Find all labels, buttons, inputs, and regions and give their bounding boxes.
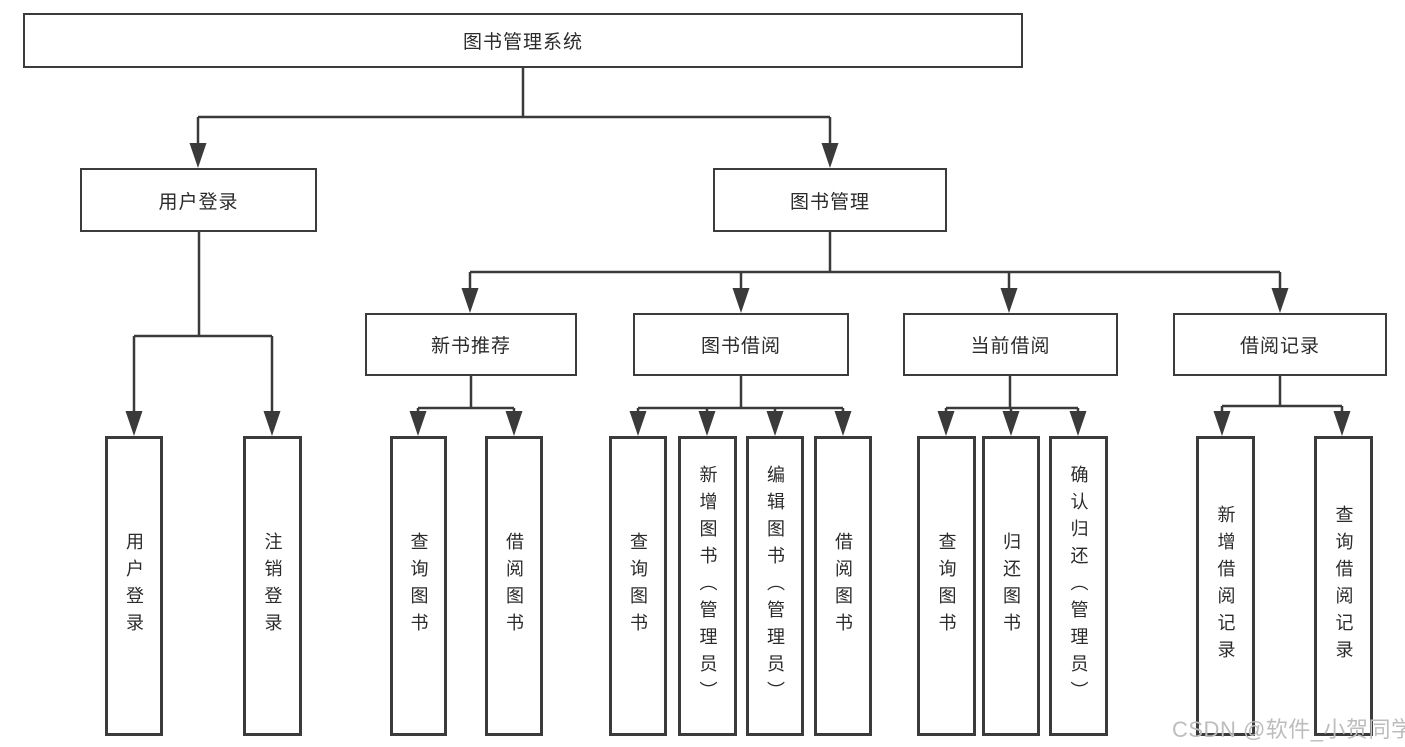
watermark: CSDN @软件_小贺同学 [1172,717,1405,742]
node-root: 图书管理系统 [23,13,1023,68]
node-current-borrow: 当前借阅 [903,313,1118,376]
leaf-add-book-admin-label: 新增图书（管理员） [697,464,718,708]
leaf-query-book-1: 查询图书 [390,436,447,736]
node-book-borrow-label: 图书借阅 [700,336,781,357]
leaf-add-borrow-record: 新增借阅记录 [1196,436,1255,736]
leaf-return-book: 归还图书 [982,436,1040,736]
leaf-edit-book-admin-label: 编辑图书（管理员） [765,464,785,708]
leaf-confirm-return-admin-label: 确认归还（管理员） [1068,464,1089,708]
leaf-query-borrow-record: 查询借阅记录 [1314,436,1373,736]
leaf-borrow-book-1: 借阅图书 [485,436,543,736]
leaf-borrow-book-1-label: 借阅图书 [504,532,524,640]
node-borrow-record-label: 借阅记录 [1239,336,1320,357]
leaf-borrow-book-2: 借阅图书 [814,436,872,736]
leaf-return-book-label: 归还图书 [1001,532,1021,640]
leaf-logout: 注销登录 [243,436,302,736]
leaf-query-book-3: 查询图书 [917,436,976,736]
leaf-query-book-2-label: 查询图书 [628,532,648,640]
node-borrow-record: 借阅记录 [1173,313,1387,376]
leaf-confirm-return-admin: 确认归还（管理员） [1049,436,1108,736]
node-root-label: 图书管理系统 [462,32,583,53]
leaf-user-login-label: 用户登录 [124,532,144,640]
leaf-user-login: 用户登录 [105,436,163,736]
leaf-edit-book-admin: 编辑图书（管理员） [746,436,804,736]
leaf-query-book-2: 查询图书 [609,436,667,736]
leaf-logout-label: 注销登录 [262,532,283,640]
leaf-borrow-book-2-label: 借阅图书 [833,532,853,640]
node-book-management-label: 图书管理 [789,191,870,213]
arrowheads [125,143,1351,436]
leaf-add-borrow-record-label: 新增借阅记录 [1215,505,1236,667]
leaf-add-book-admin: 新增图书（管理员） [678,436,737,736]
node-new-book-recommend-label: 新书推荐 [430,336,511,357]
node-current-borrow-label: 当前借阅 [970,336,1051,357]
leaf-query-book-3-label: 查询图书 [936,532,957,640]
node-book-borrow: 图书借阅 [633,313,849,376]
leaf-query-book-1-label: 查询图书 [408,532,429,640]
node-book-management: 图书管理 [713,168,947,232]
node-new-book-recommend: 新书推荐 [365,313,577,376]
leaf-query-borrow-record-label: 查询借阅记录 [1333,505,1354,667]
node-user-login: 用户登录 [80,168,317,232]
node-user-login-label: 用户登录 [158,191,239,213]
